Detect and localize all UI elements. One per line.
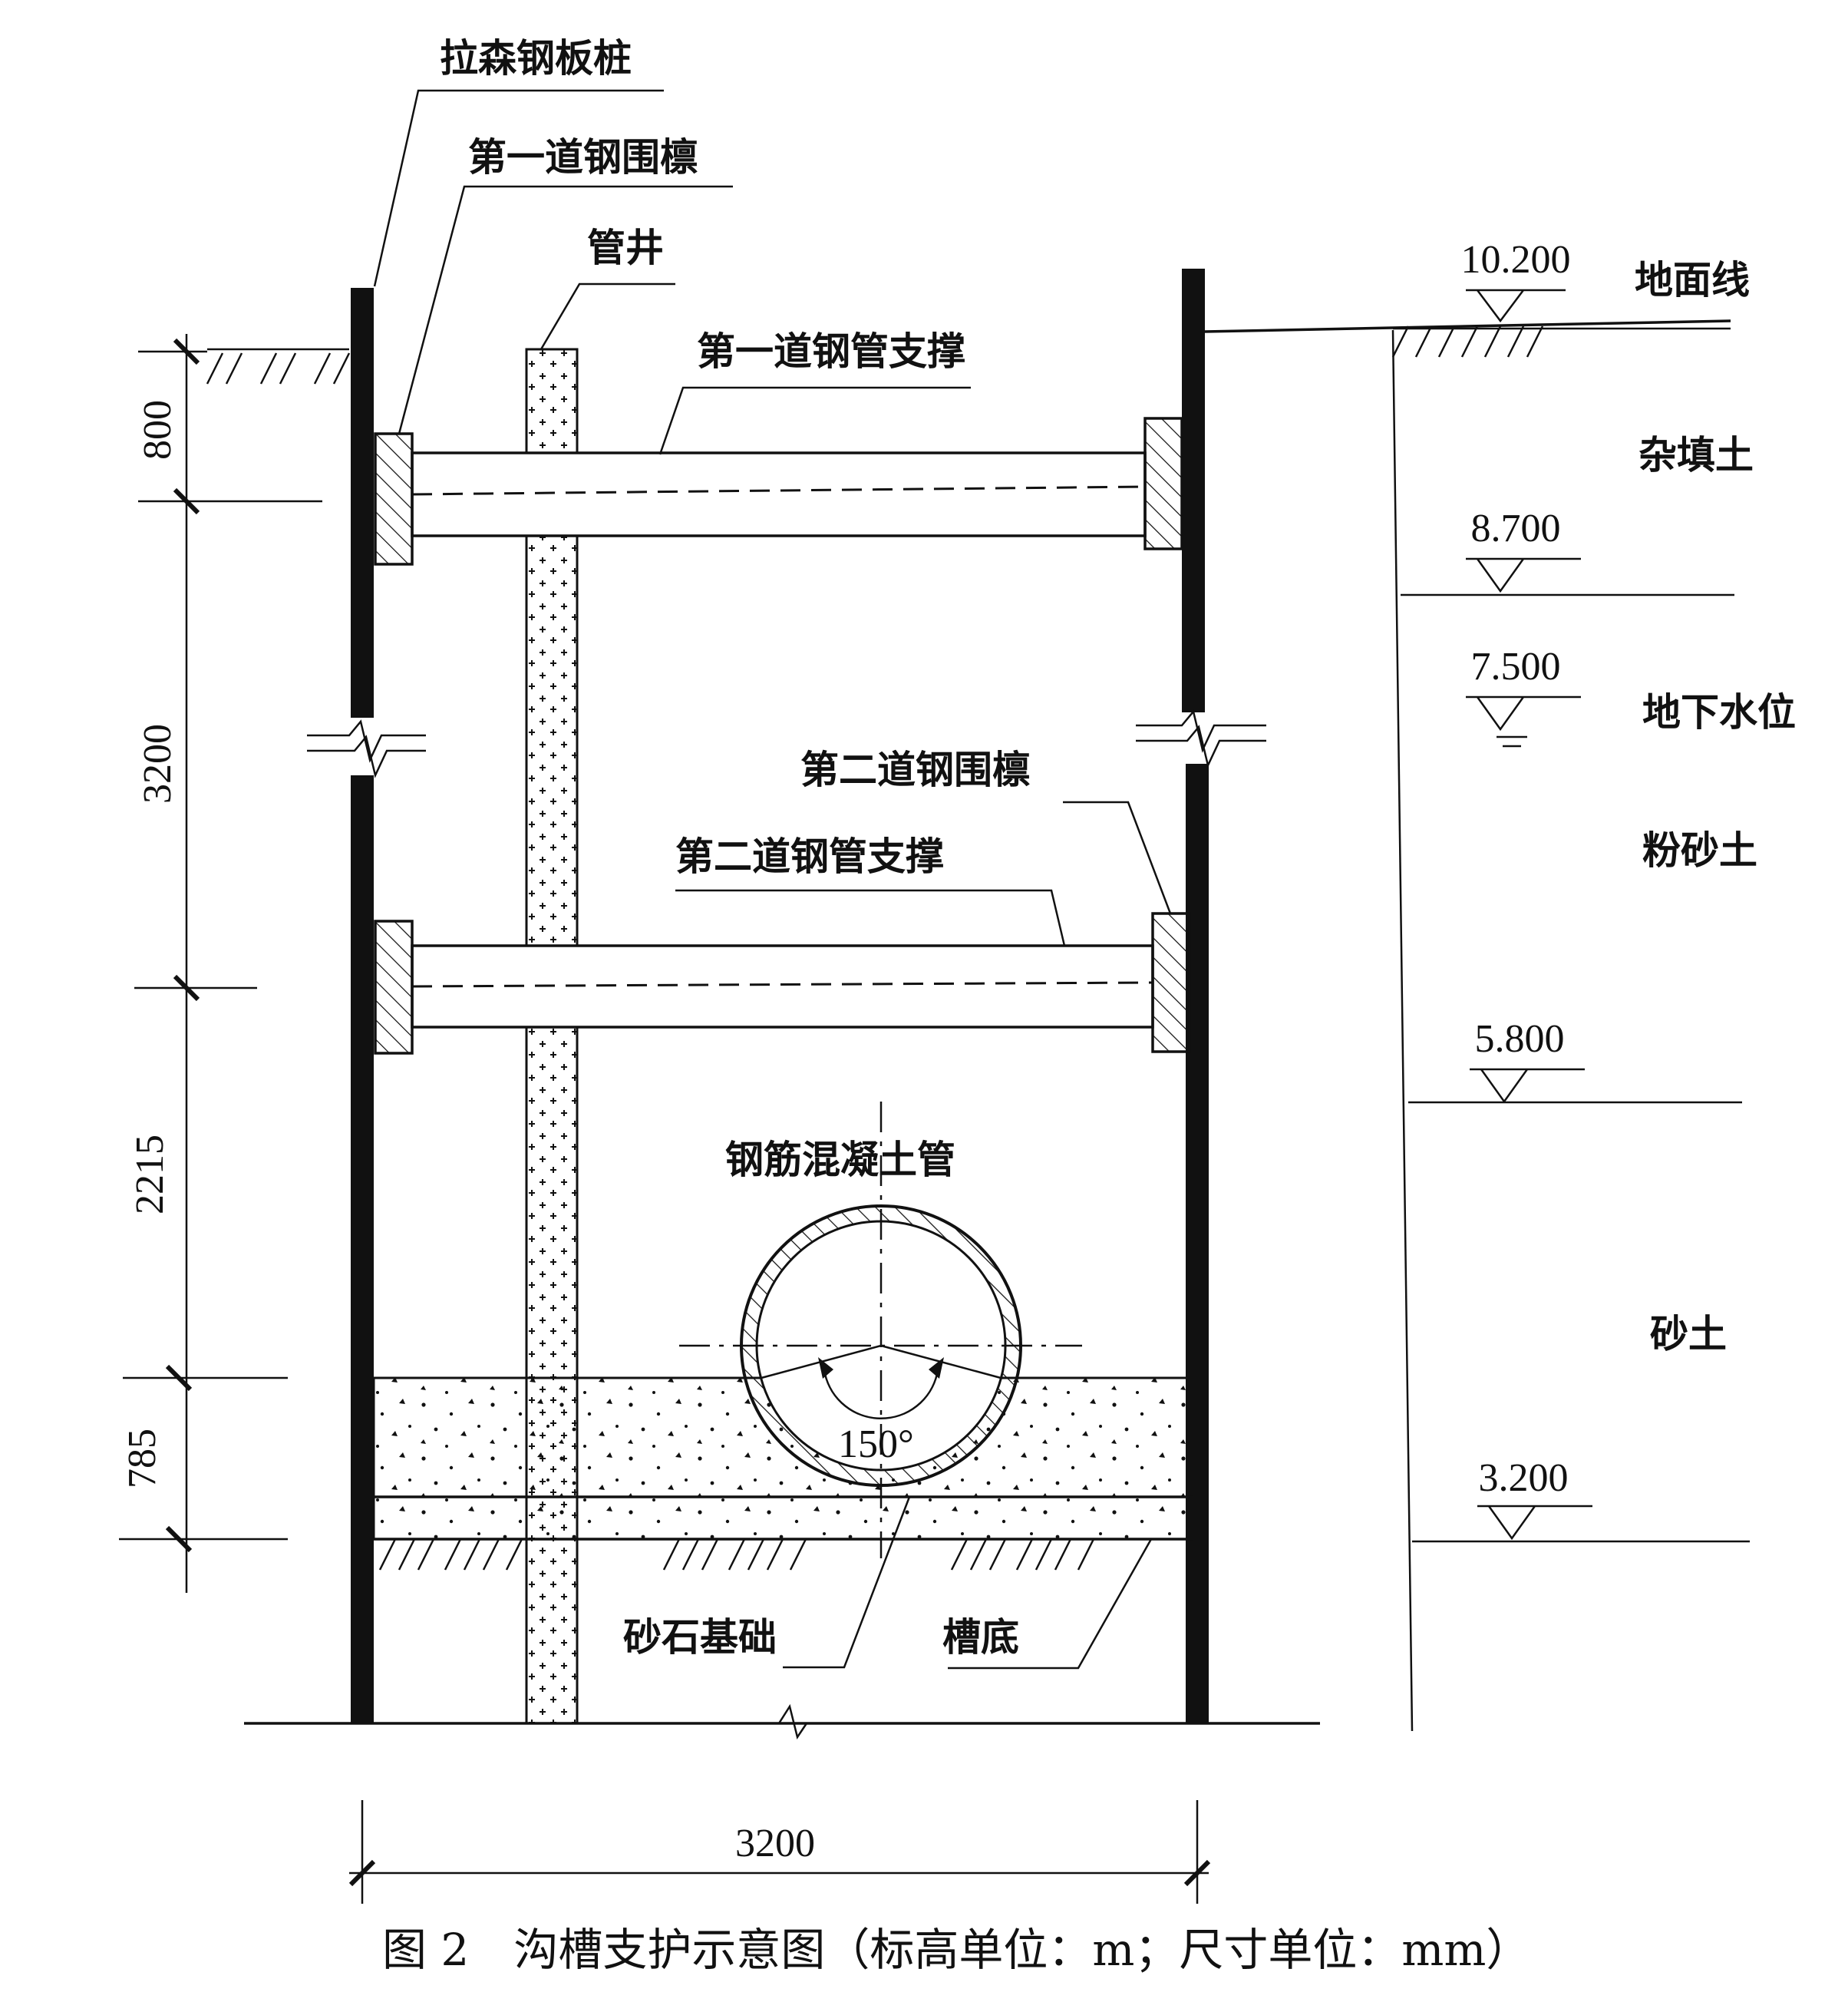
- label-rc-pipe: 钢筋混凝土管: [725, 1138, 955, 1182]
- soil-silty-sand: 粉砂土: [1642, 828, 1757, 873]
- soil-fill: 杂填土: [1638, 433, 1754, 477]
- base-break: [777, 1703, 808, 1740]
- label-second-strut: 第二道钢管支撑: [675, 834, 944, 879]
- left-sheet-pile-lower: [351, 775, 374, 1723]
- bottom-dimension: [348, 1800, 1211, 1904]
- left-dimension-chain: [119, 334, 322, 1593]
- label-sheet-pile: 拉森钢板桩: [440, 36, 632, 81]
- dim-2215: 2215: [128, 1135, 172, 1214]
- label-first-waler: 第一道钢围檩: [468, 135, 698, 180]
- elevation-vertical: [1391, 329, 1414, 1732]
- first-strut: [411, 451, 1147, 537]
- elevation-7500: 7.500: [1471, 645, 1561, 689]
- elevation-3200: 3.200: [1479, 1456, 1569, 1500]
- left-sheet-pile-upper: [351, 288, 374, 718]
- figure-caption: 图 2 沟槽支护示意图（标高单位：m；尺寸单位：mm）: [382, 1924, 1530, 1976]
- label-trench-bottom: 槽底: [942, 1615, 1019, 1660]
- ground-hatch-bottom: [378, 1538, 1095, 1571]
- second-waler-right: [1151, 912, 1191, 1053]
- leader-lines: [373, 89, 1172, 1670]
- first-waler-left: [374, 432, 414, 566]
- elevation-levels: [1391, 289, 1750, 1543]
- label-gravel-base: 砂石基础: [623, 1615, 777, 1660]
- ground-hatch-left: [206, 348, 351, 385]
- label-groundwater: 地下水位: [1642, 690, 1796, 735]
- label-pipe-well: 管井: [587, 226, 664, 270]
- ground-line-right: [1204, 319, 1731, 333]
- second-strut-axis: [411, 981, 1153, 988]
- elevation-10200: 10.200: [1461, 238, 1571, 282]
- elevation-8700: 8.700: [1471, 507, 1561, 550]
- label-ground-line: 地面线: [1635, 258, 1750, 302]
- label-second-waler: 第二道钢围檩: [800, 748, 1031, 792]
- label-first-strut: 第一道钢管支撑: [697, 329, 965, 374]
- label-angle: 150°: [838, 1422, 914, 1466]
- elevation-5800: 5.800: [1475, 1017, 1565, 1061]
- left-break-mark: [307, 719, 426, 778]
- rc-pipe: [679, 1102, 1082, 1558]
- soil-sand: 砂土: [1650, 1312, 1727, 1356]
- right-break-mark: [1136, 709, 1266, 768]
- dim-width-3200: 3200: [735, 1822, 815, 1865]
- first-waler-right: [1143, 417, 1183, 550]
- dim-3200: 3200: [136, 724, 180, 804]
- dim-800: 800: [136, 400, 180, 460]
- second-waler-left: [374, 920, 414, 1055]
- right-sheet-pile-upper: [1182, 269, 1205, 712]
- right-sheet-pile-lower: [1186, 764, 1209, 1723]
- dim-785: 785: [120, 1429, 164, 1488]
